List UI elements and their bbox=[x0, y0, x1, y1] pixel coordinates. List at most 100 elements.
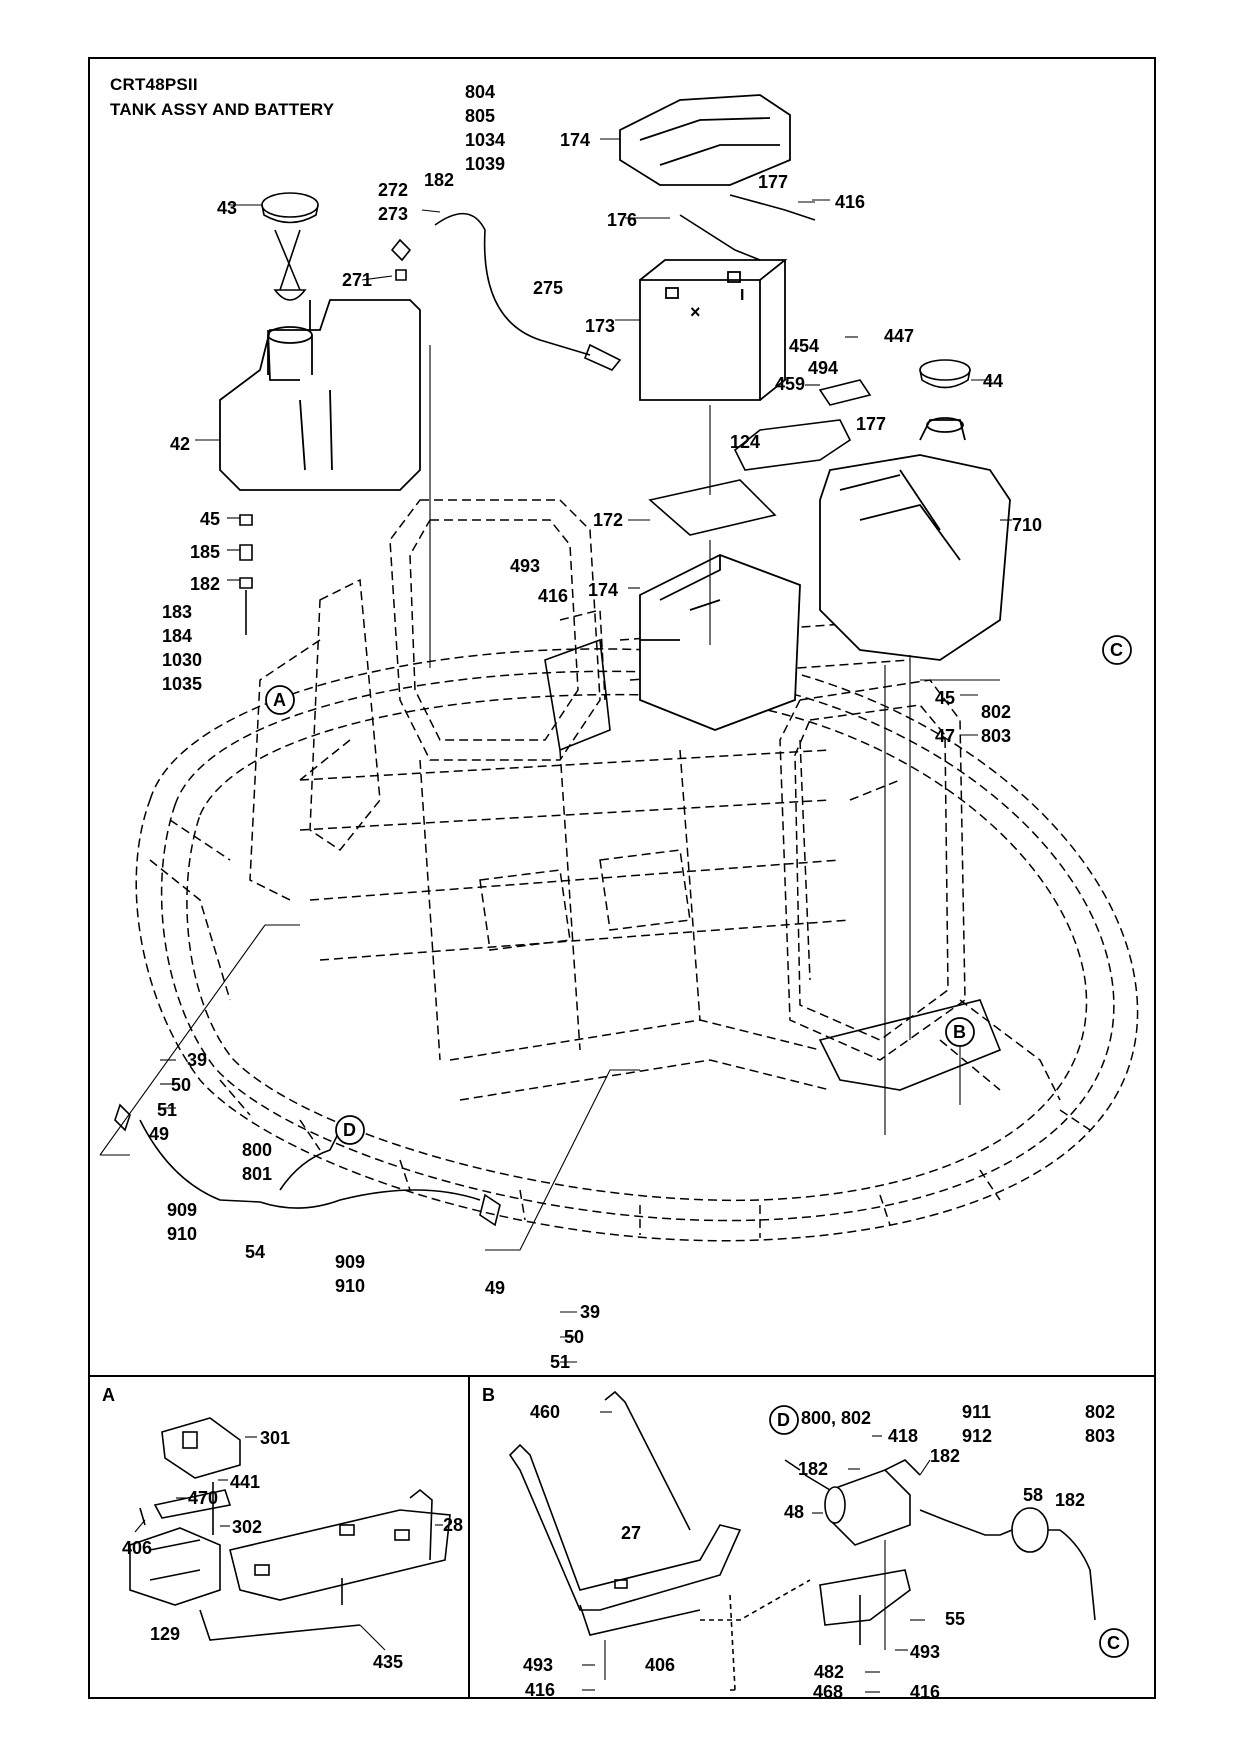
battery-cable-negative bbox=[679, 214, 761, 261]
part-number-p418: 418 bbox=[888, 1426, 919, 1446]
strap-hook bbox=[818, 379, 872, 406]
part-number-p482: 482 bbox=[814, 1662, 845, 1682]
part-number-p49b: 49 bbox=[485, 1278, 506, 1298]
part-number-p39a: 39 bbox=[187, 1050, 208, 1070]
part-number-p45a: 45 bbox=[200, 509, 221, 529]
callout-circles bbox=[265, 635, 1132, 1658]
part-number-p416a: 416 bbox=[835, 192, 866, 212]
part-number-p271: 271 bbox=[342, 270, 373, 290]
panel-a-label: A bbox=[102, 1385, 115, 1405]
fuel-filter-275 bbox=[583, 343, 622, 371]
part-number-p470: 470 bbox=[188, 1488, 219, 1508]
part-number-p47: 47 bbox=[935, 726, 956, 746]
battery: × I bbox=[639, 259, 788, 401]
part-number-p909a: 909 910 bbox=[167, 1200, 198, 1244]
part-number-p51a: 51 bbox=[157, 1100, 178, 1120]
part-number-p460: 460 bbox=[530, 1402, 561, 1422]
part-number-p183: 183 184 1030 1035 bbox=[162, 602, 203, 694]
part-number-p50a: 50 bbox=[171, 1075, 192, 1095]
part-number-p911: 911 912 bbox=[962, 1402, 993, 1446]
panel-a-art bbox=[129, 1417, 451, 1651]
part-number-p802b: 802 803 bbox=[1085, 1402, 1116, 1446]
part-number-p185: 185 bbox=[190, 542, 221, 562]
callout-c-panel bbox=[1099, 1628, 1129, 1658]
part-number-p301: 301 bbox=[260, 1428, 291, 1448]
fuel-line-lower bbox=[139, 1119, 481, 1209]
callout-d-main bbox=[335, 1115, 365, 1145]
part-number-p435: 435 bbox=[373, 1652, 404, 1672]
svg-text:×: × bbox=[690, 302, 701, 322]
panel-b-art bbox=[508, 1390, 1096, 1693]
battery-strap bbox=[733, 419, 852, 471]
callout-d-panel-letter: D bbox=[777, 1410, 790, 1430]
part-number-p416c: 416 bbox=[525, 1680, 556, 1700]
tank-outlet-parts bbox=[239, 514, 253, 589]
battery-pad bbox=[648, 479, 777, 536]
part-number-p406a: 406 bbox=[122, 1538, 153, 1558]
part-number-p493c: 493 bbox=[910, 1642, 941, 1662]
part-number-p804: 804 805 1034 1039 bbox=[465, 82, 506, 174]
part-number-p39b: 39 bbox=[580, 1302, 601, 1322]
seat-bracket bbox=[544, 638, 611, 752]
part-number-p468: 468 bbox=[813, 1682, 844, 1702]
part-number-p800a: 800 801 bbox=[242, 1140, 273, 1184]
part-number-p493a: 493 bbox=[510, 556, 541, 576]
part-number-p129: 129 bbox=[150, 1624, 181, 1644]
part-number-p272: 272 273 bbox=[378, 180, 409, 224]
assembly-name: TANK ASSY AND BATTERY bbox=[110, 100, 335, 119]
callout-b-main bbox=[945, 1017, 975, 1047]
fuel-tank-left bbox=[219, 299, 421, 491]
part-number-p27: 27 bbox=[621, 1523, 642, 1543]
part-number-p28: 28 bbox=[443, 1515, 464, 1535]
panel-b-label: B bbox=[482, 1385, 495, 1405]
part-number-p447: 447 bbox=[884, 326, 915, 346]
part-number-p49a: 49 bbox=[149, 1124, 170, 1144]
part-number-p182b: 182 bbox=[190, 574, 221, 594]
part-number-p172: 172 bbox=[593, 510, 624, 530]
fuel-line-top bbox=[434, 212, 591, 356]
part-number-p54: 54 bbox=[245, 1242, 266, 1262]
part-number-p182a: 182 bbox=[424, 170, 455, 190]
part-number-p406b: 406 bbox=[645, 1655, 676, 1675]
battery-cable-positive bbox=[729, 194, 816, 221]
part-number-p45b: 45 bbox=[935, 688, 956, 708]
part-number-p42: 42 bbox=[170, 434, 191, 454]
part-number-p182e: 182 bbox=[1055, 1490, 1086, 1510]
part-number-p173: 173 bbox=[585, 316, 616, 336]
chassis-outline bbox=[135, 499, 1139, 1242]
part-number-p710: 710 bbox=[1012, 515, 1043, 535]
part-number-p494: 494 bbox=[808, 358, 839, 378]
battery-cover bbox=[619, 94, 791, 186]
callout-c-main bbox=[1102, 635, 1132, 665]
part-number-p909b: 909 910 bbox=[335, 1252, 366, 1296]
callout-c-panel-letter: C bbox=[1107, 1633, 1120, 1653]
part-number-p275: 275 bbox=[533, 278, 564, 298]
part-number-p55: 55 bbox=[945, 1609, 966, 1629]
panel-b-frame bbox=[468, 1375, 1156, 1699]
part-number-p174a: 174 bbox=[560, 130, 591, 150]
callout-d-panel bbox=[769, 1405, 799, 1435]
callout-a-letter: A bbox=[273, 690, 286, 710]
part-number-p50b: 50 bbox=[564, 1327, 585, 1347]
fuel-cap-left bbox=[261, 192, 319, 301]
leader-lines bbox=[99, 138, 1012, 1363]
part-number-p454: 454 bbox=[789, 336, 820, 356]
callout-c-letter: C bbox=[1110, 640, 1123, 660]
model-name: CRT48PSII bbox=[110, 75, 198, 94]
part-number-p416d: 416 bbox=[910, 1682, 941, 1702]
fuel-tank-right bbox=[819, 417, 1011, 661]
part-number-p174b: 174 bbox=[588, 580, 619, 600]
part-number-p493b: 493 bbox=[523, 1655, 554, 1675]
part-number-p177b: 177 bbox=[856, 414, 887, 434]
part-number-p44: 44 bbox=[983, 371, 1004, 391]
part-number-p416b: 416 bbox=[538, 586, 569, 606]
part-number-p459: 459 bbox=[775, 374, 806, 394]
part-number-p43: 43 bbox=[217, 198, 238, 218]
callout-d-letter: D bbox=[343, 1120, 356, 1140]
part-number-p51b: 51 bbox=[550, 1352, 571, 1372]
rear-bracket bbox=[818, 999, 1002, 1091]
diagram-title: CRT48PSII TANK ASSY AND BATTERY bbox=[110, 72, 334, 122]
part-number-p176: 176 bbox=[607, 210, 638, 230]
part-number-p177a: 177 bbox=[758, 172, 789, 192]
